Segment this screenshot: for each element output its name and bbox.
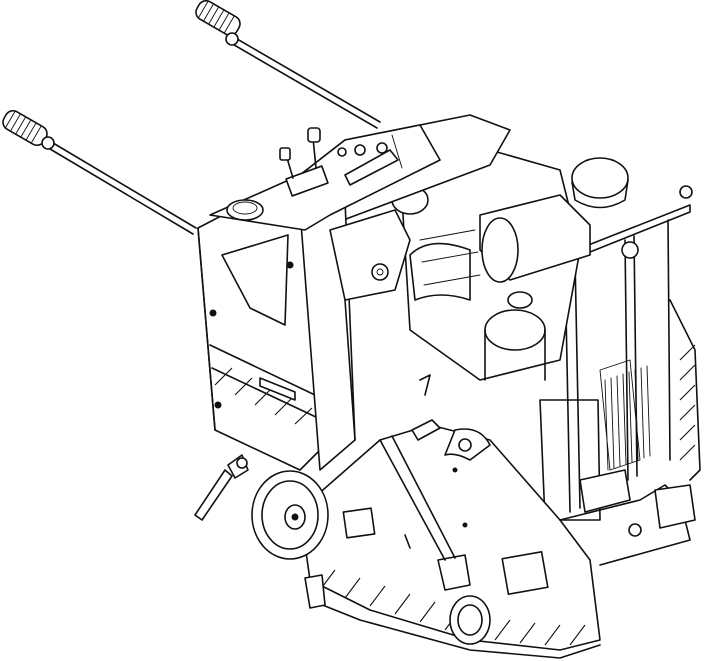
guard-label-left <box>342 507 376 539</box>
blade-flange <box>444 428 491 461</box>
engine-assembly <box>391 149 651 521</box>
water-tank-cap <box>226 199 264 221</box>
blade-guard <box>299 419 601 659</box>
belt-guard <box>329 209 431 441</box>
guard-label-right <box>501 551 549 595</box>
control-panel <box>209 124 441 231</box>
air-filter-cap <box>571 157 629 199</box>
raise-lower-lever <box>194 454 249 521</box>
radiator-fins <box>604 365 651 471</box>
rear-wheel-left <box>251 470 329 560</box>
side-plate <box>221 234 289 326</box>
rear-frame-rollbar <box>513 185 693 513</box>
base-frame <box>304 299 701 609</box>
handle-bar-right <box>195 0 381 129</box>
front-wheel <box>449 595 491 645</box>
handle-bar-left <box>2 109 197 235</box>
depth-plate <box>437 554 471 591</box>
